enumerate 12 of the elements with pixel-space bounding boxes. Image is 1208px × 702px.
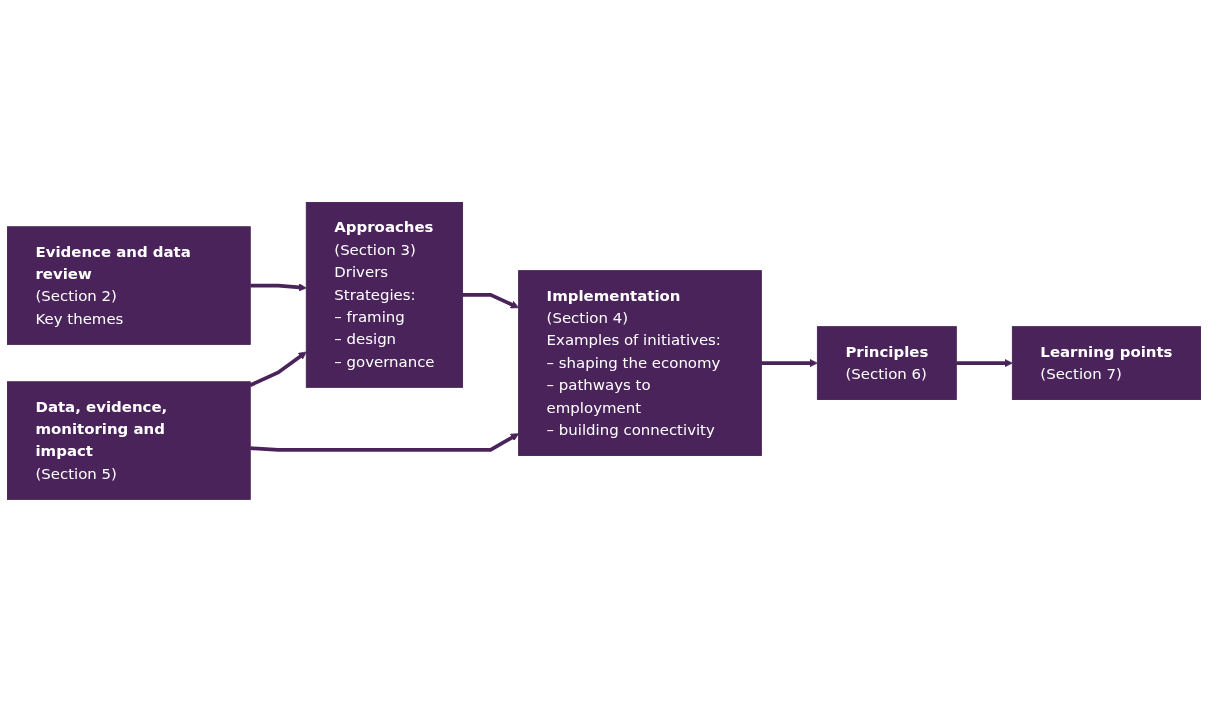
node-box: Principles (Section 6) xyxy=(816,326,957,401)
arrow xyxy=(250,433,519,452)
arrow xyxy=(462,293,519,309)
node-box: Approaches (Section 3) Drivers Strategies: – framing – design – governance xyxy=(305,202,464,388)
node-box: Learning points (Section 7) xyxy=(1011,326,1201,401)
arrow xyxy=(956,359,1013,368)
arrow xyxy=(761,359,818,368)
arrow xyxy=(250,283,307,292)
arrow xyxy=(249,351,307,387)
node-box: Data, evidence, monitoring and impact (Section 5) xyxy=(7,381,251,500)
node-box: Implementation (Section 4) Examples of initiatives: – shaping the economy – pathways to employment – building connectivity xyxy=(518,270,762,457)
node-box: Evidence and data review (Section 2) Key themes xyxy=(7,226,251,345)
